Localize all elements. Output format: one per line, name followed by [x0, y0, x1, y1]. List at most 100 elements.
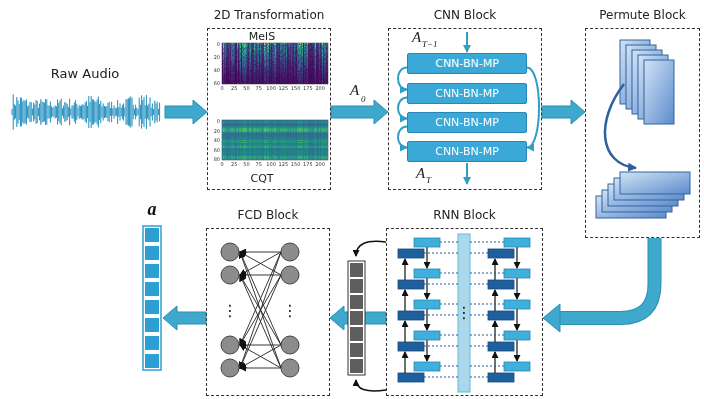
connector — [398, 98, 407, 119]
arrow-head — [543, 304, 560, 332]
layer-box: CNN-BN-MP — [407, 141, 527, 162]
plot-title: CQT — [250, 173, 273, 184]
rnn-forward — [426, 247, 427, 268]
rnn-backward — [494, 290, 495, 311]
tick-label: 25 — [231, 162, 237, 167]
rnn-link — [440, 304, 458, 305]
connector — [165, 100, 207, 124]
plot-frame — [222, 120, 328, 160]
block-title: 2D Transformation — [214, 8, 325, 22]
tick-label: 75 — [256, 162, 262, 167]
tick-label: 50 — [243, 86, 249, 91]
rnn-forward — [426, 278, 427, 299]
rnn-cell — [504, 269, 530, 278]
vector-cell — [145, 300, 159, 314]
rnn-cell — [398, 373, 424, 382]
rnn-cell — [488, 373, 514, 382]
fc-weight — [240, 345, 281, 368]
layer-label: CNN-BN-MP — [408, 142, 526, 161]
feature-vector-frame — [348, 261, 365, 375]
feature-cell — [350, 279, 363, 293]
tick-label: 100 — [266, 86, 276, 91]
tick-label: 200 — [315, 162, 325, 167]
block-title: FCD Block — [238, 208, 299, 222]
rnn-link — [470, 315, 488, 316]
layer-label: CNN-BN-MP — [408, 54, 526, 73]
tick-label: 25 — [231, 86, 237, 91]
rnn-link — [470, 377, 488, 378]
mel-spectrogram — [222, 43, 328, 84]
rnn-link — [424, 253, 458, 254]
rnn-link — [424, 315, 458, 316]
neuron — [221, 266, 239, 284]
waveform — [12, 94, 160, 129]
flow-arrow — [559, 238, 655, 318]
rnn-link — [440, 242, 458, 243]
rnn-link — [470, 273, 504, 274]
rnn-link — [470, 366, 504, 367]
flow-arrow — [331, 100, 388, 124]
tensor-slice — [644, 60, 674, 124]
skip-connection — [527, 68, 539, 148]
block-title: Raw Audio — [5, 66, 165, 81]
connector — [527, 68, 539, 148]
rnn-forward — [516, 278, 517, 299]
rnn-link — [470, 253, 488, 254]
tick-label: 0 — [217, 119, 220, 124]
output-vector-node: a — [141, 224, 163, 372]
fc-weight — [240, 252, 281, 368]
permute-arrow — [605, 84, 636, 168]
tick-label: 125 — [279, 162, 289, 167]
tick-label: 50 — [243, 162, 249, 167]
block-title: Permute Block — [599, 8, 686, 22]
tick-label: 0 — [220, 86, 223, 91]
rnn-backward — [494, 259, 495, 280]
math-symbol: A — [350, 82, 359, 99]
fc-weight — [240, 345, 281, 346]
neuron — [221, 336, 239, 354]
block-box: Permute Block — [585, 28, 700, 238]
rnn-link — [440, 273, 458, 274]
rnn-forward — [516, 247, 517, 268]
neuron — [221, 359, 239, 377]
layer-box: CNN-BN-MP — [407, 53, 527, 74]
feature-cell — [350, 263, 363, 277]
cqt-spectrogram — [222, 120, 328, 160]
collect-arrow — [356, 380, 386, 391]
tick-label: 175 — [303, 86, 313, 91]
feature-cell — [350, 295, 363, 309]
rnn-link — [470, 346, 488, 347]
layer-box: CNN-BN-MP — [407, 112, 527, 133]
rnn-forward — [426, 309, 427, 330]
vector-cell — [145, 354, 159, 368]
rnn-cell — [504, 238, 530, 247]
connector — [543, 238, 655, 332]
flow-arrow — [542, 100, 585, 124]
tick-label: 80 — [214, 157, 220, 162]
fc-weight — [240, 345, 281, 368]
skip-connection — [398, 98, 407, 119]
tick-label: 125 — [279, 86, 289, 91]
rnn-cell — [414, 300, 440, 309]
rnn-cell — [398, 342, 424, 351]
rnn-cell — [488, 342, 514, 351]
ellipsis: ⋮ — [456, 305, 472, 321]
fc-weight — [240, 252, 281, 253]
rnn-forward — [426, 340, 427, 361]
rnn-cell — [488, 249, 514, 258]
skip-connection — [398, 68, 407, 90]
feature-cell — [350, 343, 363, 357]
rnn-cell — [398, 249, 424, 258]
tick-label: 75 — [256, 86, 262, 91]
feature-cell — [350, 311, 363, 325]
fc-weight — [240, 252, 281, 275]
block-box: CNN BlockCNN-BN-MPCNN-BN-MPCNN-BN-MPCNN-… — [388, 28, 542, 190]
math-symbol: A — [416, 165, 425, 182]
rnn-cell — [398, 280, 424, 289]
fc-weight — [240, 252, 281, 345]
flow-arrow — [559, 238, 655, 318]
neuron — [281, 243, 299, 261]
rnn-cell — [488, 280, 514, 289]
vector-cell — [145, 318, 159, 332]
